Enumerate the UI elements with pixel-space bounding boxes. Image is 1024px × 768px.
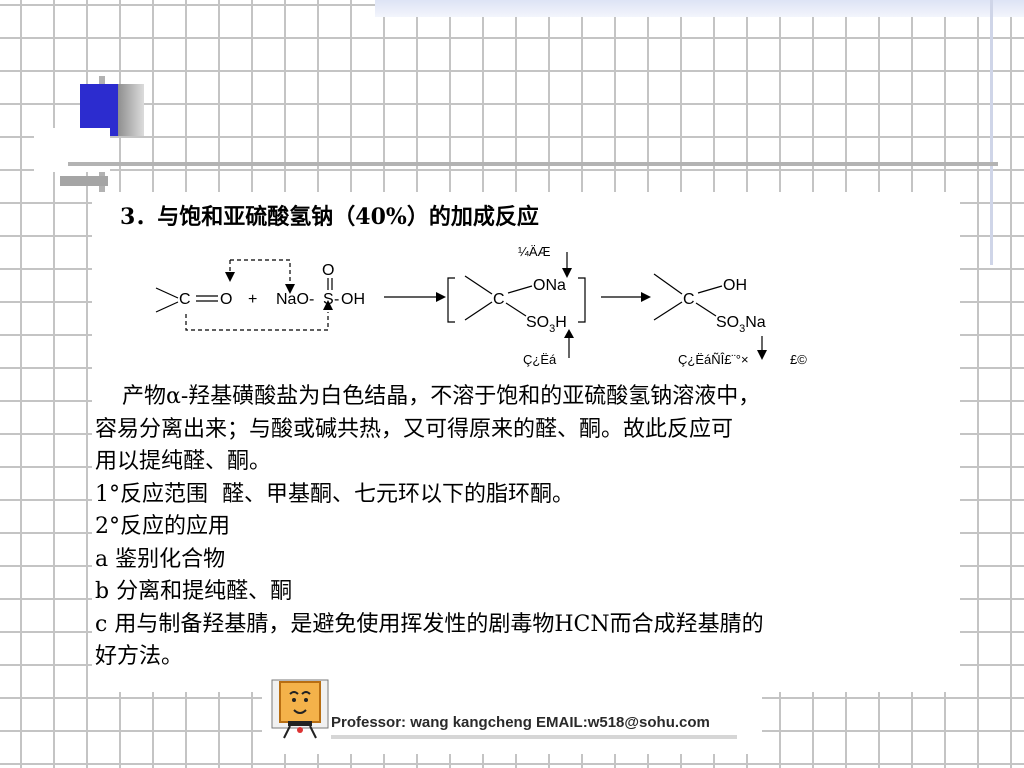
dashed-arrow-bottom: [185, 312, 329, 331]
footer-credit: Professor: wang kangcheng EMAIL:w518@soh…: [331, 714, 710, 731]
top-decor-band: [375, 0, 1024, 17]
svg-text:-: -: [309, 291, 314, 308]
footer-area: [262, 692, 762, 754]
bracket-right: [578, 277, 586, 323]
oxygen-label: O: [220, 291, 232, 308]
arrowhead: [436, 292, 446, 302]
range-label: 1°反应范围: [95, 481, 208, 507]
decor-grey-bar: [60, 176, 108, 186]
oxygen-top-label: O: [322, 262, 334, 279]
application-heading: 2°反应的应用: [95, 514, 230, 539]
range-value: 醛、甲基酮、七元环以下的脂环酮。: [222, 481, 575, 507]
paragraph-line: 产物α-羟基磺酸盐为白色结晶，不溶于饱和的亚硫酸氢钠溶液中，: [122, 384, 761, 409]
paragraph-line: 容易分离出来；与酸或碱共热，又可得原来的醛、酮。故此反应可: [95, 416, 734, 442]
arrowhead: [225, 272, 235, 282]
bracket-left: [447, 277, 455, 323]
intermediate-carbon: C: [493, 291, 505, 308]
content-area: [92, 192, 960, 692]
body-text: 产物α-羟基磺酸盐为白色结晶，不溶于饱和的亚硫酸氢钠溶液中， 容易分离出来；与酸…: [95, 381, 960, 674]
list-item: b 分离和提纯醛、酮: [95, 579, 293, 604]
nao-label: NaO: [276, 291, 309, 308]
decor-horizontal-rule: [68, 162, 998, 166]
label-base: Ç¿ËáÑÎ£¨°×: [678, 352, 749, 367]
plus-sign: +: [248, 291, 257, 308]
carbon-label: C: [179, 291, 191, 308]
ona-label: ONa: [533, 277, 566, 294]
dashed-arrow-top: [230, 259, 291, 286]
list-item: c 用与制备羟基腈，是避免使用挥发性的剧毒物HCN而合成羟基腈的: [95, 611, 764, 637]
page-title: 3．与饱和亚硫酸氢钠（40%）的加成反应: [120, 204, 539, 230]
professor-mascot-icon: [271, 679, 329, 739]
footer-underline: [331, 735, 737, 739]
sulfur-label: S: [323, 291, 334, 308]
svg-text:-: -: [334, 291, 339, 308]
list-item: 好方法。: [95, 644, 184, 669]
label-acid: Ç¿Ëá: [523, 352, 557, 367]
reaction-scheme: C O + NaO - S - OH O C ONa SO3H C OH SO3…: [155, 244, 807, 367]
range-item: 1°反应范围醛、甲基酮、七元环以下的脂环酮。: [95, 479, 960, 512]
label-end: £©: [790, 352, 807, 367]
right-decor-band: [990, 0, 993, 265]
paragraph-line: 用以提纯醛、酮。: [95, 449, 272, 474]
product-carbon: C: [683, 291, 695, 308]
product-oh-label: OH: [723, 277, 747, 294]
list-item: a 鉴别化合物: [95, 546, 226, 572]
so3h-label: SO3H: [526, 314, 567, 335]
so3na-label: SO3Na: [716, 314, 766, 335]
bond-line: [155, 287, 179, 299]
label-top: ¼ÄÆ: [518, 244, 551, 259]
oh-label: OH: [341, 291, 365, 308]
bond-line: [155, 301, 179, 313]
decor-grey-square: [118, 84, 144, 136]
